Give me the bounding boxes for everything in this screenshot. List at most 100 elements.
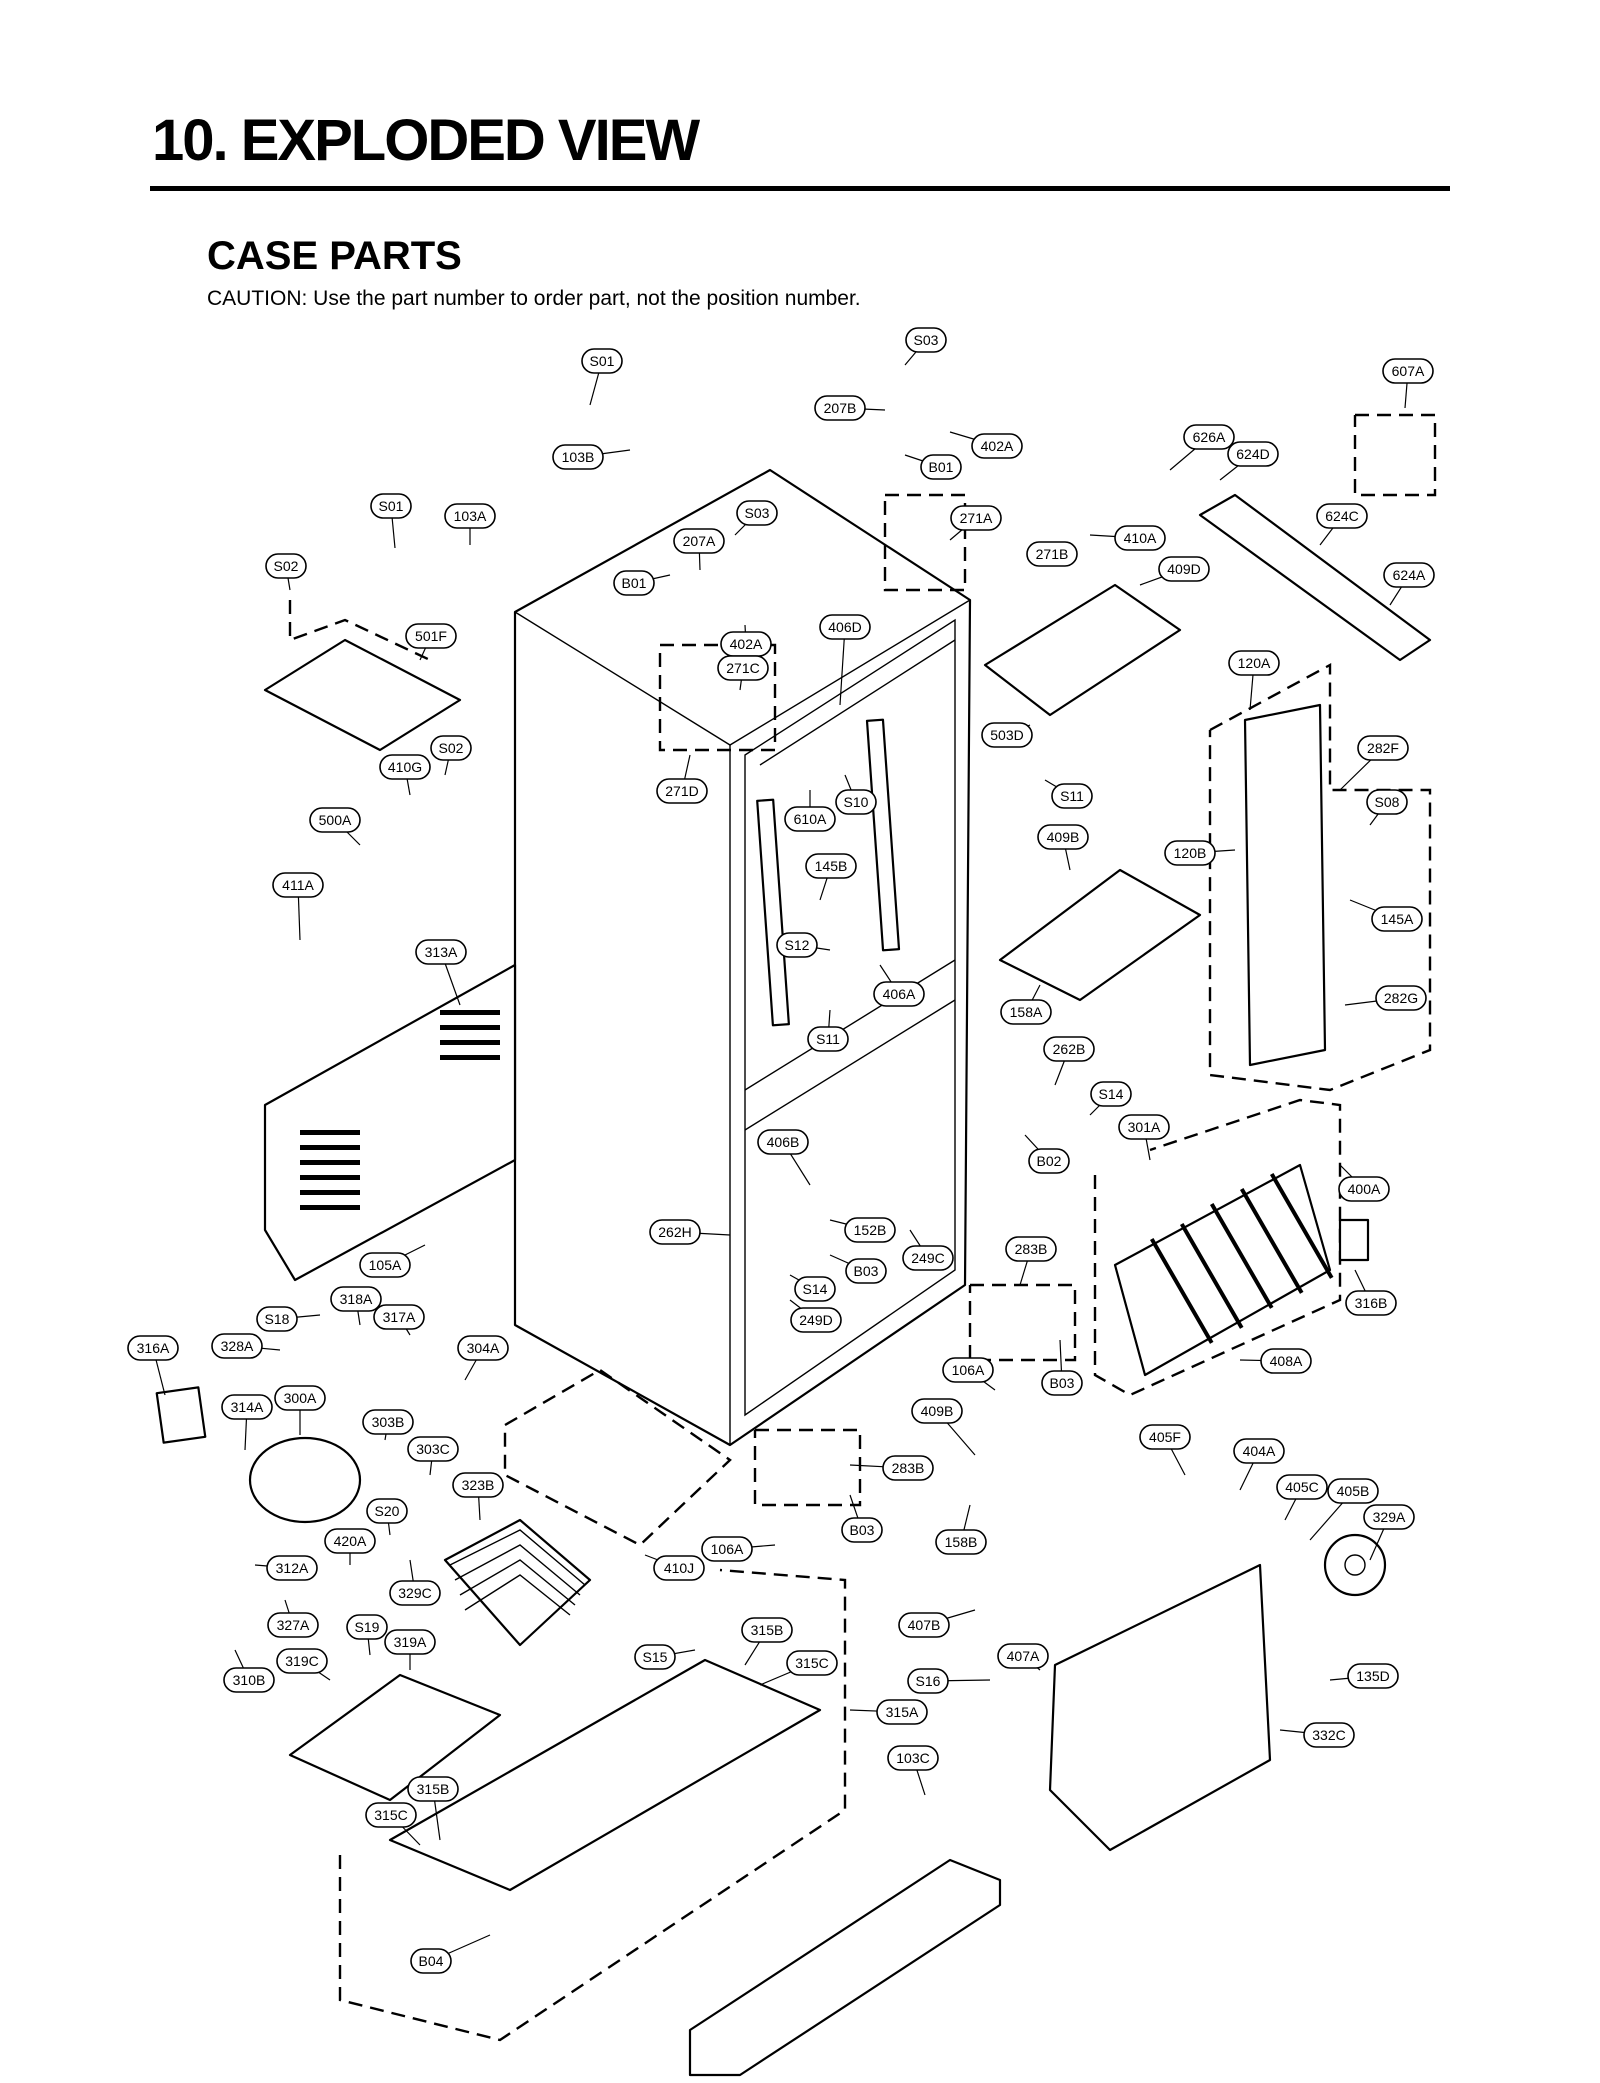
callout-105a: 105A: [359, 1252, 411, 1278]
callout-bubble: [907, 1668, 949, 1694]
title-rule: [150, 186, 1450, 191]
callout-text: 624A: [1393, 567, 1426, 583]
callout-bubble: [805, 853, 857, 879]
callout-bubble: [407, 1436, 459, 1462]
callout-text: 282G: [1384, 990, 1418, 1006]
callout-text: 406A: [883, 986, 916, 1002]
callout-bubble: [873, 981, 925, 1007]
callout-text: S02: [274, 558, 299, 574]
callout-bubble: [1228, 650, 1280, 676]
callout-text: S01: [590, 353, 615, 369]
callout-text: B03: [850, 1522, 875, 1538]
callout-106a: 106A: [942, 1357, 994, 1383]
callout-409d: 409D: [1158, 556, 1210, 582]
callout-bubble: [1090, 1081, 1132, 1107]
callout-text: 262H: [658, 1224, 691, 1240]
foot-group-283B-left: [753, 1428, 862, 1507]
foot-group-283B: [968, 1283, 1077, 1362]
callout-bubble: [673, 528, 725, 554]
callout-404a: 404A: [1233, 1438, 1285, 1464]
callout-text: 407A: [1007, 1648, 1040, 1664]
callout-bubble: [819, 614, 871, 640]
callout-text: 624C: [1325, 508, 1358, 524]
callout-bubble: [1028, 1148, 1070, 1174]
evaporator-408A: [1093, 1098, 1342, 1397]
callout-text: 409B: [1047, 829, 1080, 845]
callout-bubble: [407, 1776, 459, 1802]
callout-text: 249D: [799, 1312, 832, 1328]
callout-bubble: [835, 789, 877, 815]
callout-313a: 313A: [415, 939, 467, 965]
callout-103c: 103C: [887, 1745, 939, 1771]
condenser-323B: [443, 1518, 592, 1647]
callout-bubble: [415, 939, 467, 965]
callout-bubble: [452, 1472, 504, 1498]
callout-text: 120A: [1238, 655, 1271, 671]
callout-bubble: [814, 395, 866, 421]
callout-text: 103A: [454, 508, 487, 524]
callout-text: 402A: [730, 636, 763, 652]
callout-text: 407B: [908, 1617, 941, 1633]
callout-624a: 624A: [1383, 562, 1435, 588]
callout-b01: B01: [613, 570, 655, 596]
callout-407a: 407A: [997, 1643, 1049, 1669]
callout-303c: 303C: [407, 1436, 459, 1462]
caution-text: CAUTION: Use the part number to order pa…: [207, 287, 861, 310]
callout-410g: 410G: [379, 754, 431, 780]
callout-271a: 271A: [950, 505, 1002, 531]
callout-text: 316A: [137, 1340, 170, 1356]
callout-318a: 318A: [330, 1286, 382, 1312]
callout-501f: 501F: [405, 623, 457, 649]
callout-text: 317A: [383, 1309, 416, 1325]
callout-bubble: [736, 500, 778, 526]
callout-bubble: [362, 1409, 414, 1435]
callout-bubble: [1114, 525, 1166, 551]
callout-b01: B01: [920, 454, 962, 480]
callout-503d: 503D: [981, 722, 1033, 748]
callout-text: S11: [816, 1031, 840, 1047]
callout-bubble: [1327, 1478, 1379, 1504]
callout-text: 315A: [886, 1704, 919, 1720]
freezer-rails: [756, 718, 901, 1027]
callout-text: B01: [622, 575, 647, 591]
callout-bubble: [1383, 562, 1435, 588]
callout-283b: 283B: [882, 1455, 934, 1481]
callout-610a: 610A: [784, 806, 836, 832]
callout-bubble: [971, 433, 1023, 459]
callout-bubble: [1366, 789, 1408, 815]
callout-bubble: [1026, 541, 1078, 567]
callout-bubble: [265, 553, 307, 579]
pcb-cover-501F: [263, 600, 462, 752]
callout-bubble: [1158, 556, 1210, 582]
callout-bubble: [841, 1517, 883, 1543]
callout-bubble: [942, 1357, 994, 1383]
callout-bubble: [552, 444, 604, 470]
callout-bubble: [911, 1398, 963, 1424]
callout-s14: S14: [1090, 1081, 1132, 1107]
callout-text: 404A: [1243, 1443, 1276, 1459]
callout-bubble: [389, 1580, 441, 1606]
callout-b03: B03: [1041, 1370, 1083, 1396]
callout-text: 328A: [221, 1338, 254, 1354]
callout-s19: S19: [346, 1614, 388, 1640]
callout-312a: 312A: [266, 1555, 318, 1581]
callout-text: 303C: [416, 1441, 449, 1457]
callout-bubble: [656, 778, 708, 804]
callout-s03: S03: [736, 500, 778, 526]
hinge-group-271A: [883, 493, 967, 592]
callout-text: 329A: [1373, 1509, 1406, 1525]
callout-262b: 262B: [1043, 1036, 1095, 1062]
callout-410j: 410J: [653, 1555, 705, 1581]
callout-bubble: [384, 1629, 436, 1655]
callout-s08: S08: [1366, 789, 1408, 815]
callout-405b: 405B: [1327, 1478, 1379, 1504]
callout-text: 315B: [751, 1622, 784, 1638]
callout-text: 304A: [467, 1340, 500, 1356]
callout-103b: 103B: [552, 444, 604, 470]
callout-bubble: [790, 1307, 842, 1333]
compressor-300A: [248, 1436, 362, 1524]
callout-bubble: [1303, 1722, 1355, 1748]
callout-s10: S10: [835, 789, 877, 815]
callout-624c: 624C: [1316, 503, 1368, 529]
callout-400a: 400A: [1338, 1176, 1390, 1202]
